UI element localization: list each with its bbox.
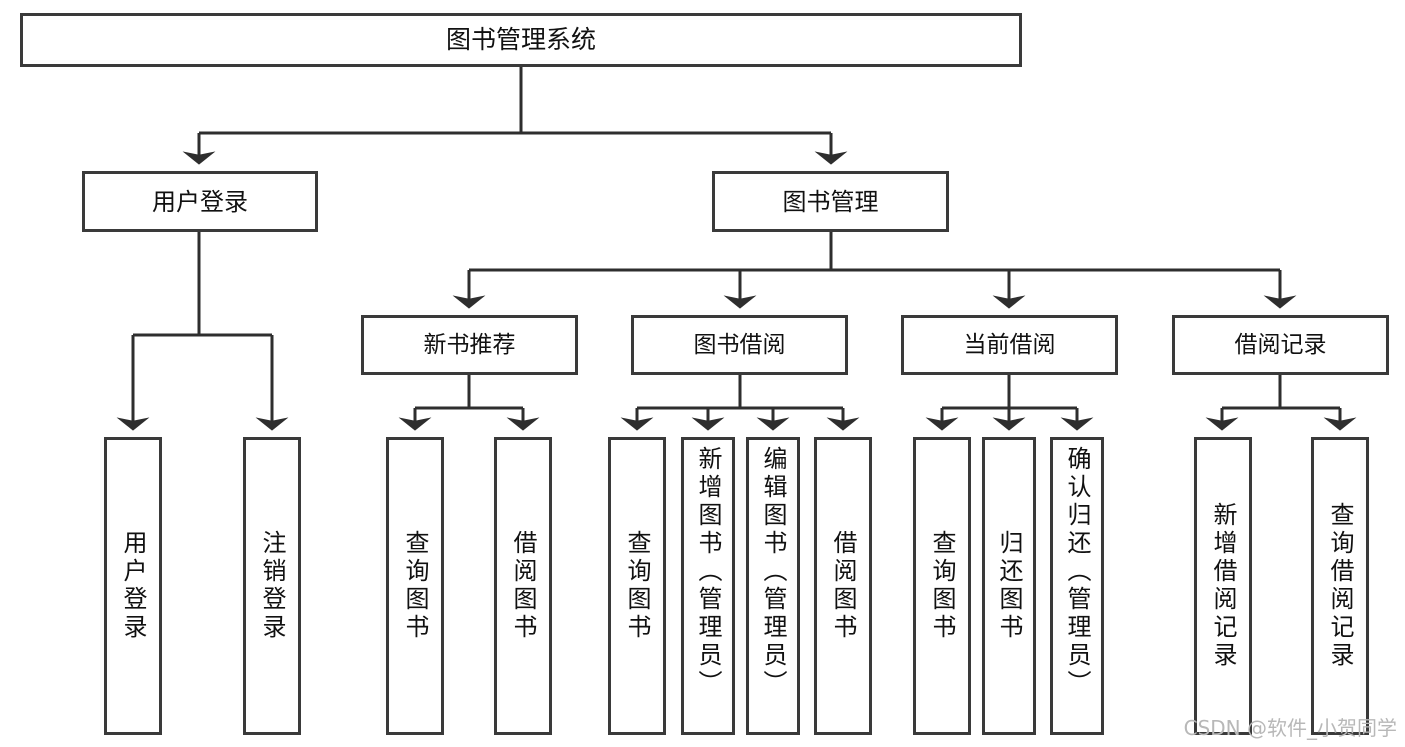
node-label: 确认归还（管理员） <box>1063 446 1091 698</box>
node-label: 借阅图书 <box>829 530 857 642</box>
leaf-borrow-book-recommend[interactable]: 借阅图书 <box>494 437 552 735</box>
node-root-book-management-system[interactable]: 图书管理系统 <box>20 13 1022 67</box>
leaf-query-book-current[interactable]: 查询图书 <box>913 437 971 735</box>
leaf-user-login[interactable]: 用户登录 <box>104 437 162 735</box>
node-book-borrow[interactable]: 图书借阅 <box>631 315 848 375</box>
node-label: 查询图书 <box>401 530 429 642</box>
node-label: 用户登录 <box>152 187 248 216</box>
node-new-book-recommend[interactable]: 新书推荐 <box>361 315 578 375</box>
node-label: 用户登录 <box>119 530 147 642</box>
node-label: 借阅图书 <box>509 530 537 642</box>
node-label: 图书借阅 <box>693 331 786 358</box>
node-label: 新增图书（管理员） <box>694 446 722 698</box>
node-book-management[interactable]: 图书管理 <box>712 171 949 232</box>
leaf-query-book-borrow[interactable]: 查询图书 <box>608 437 666 735</box>
node-label: 查询借阅记录 <box>1326 502 1354 670</box>
node-label: 当前借阅 <box>963 331 1056 358</box>
node-current-borrow[interactable]: 当前借阅 <box>901 315 1118 375</box>
node-label: 注销登录 <box>258 530 286 642</box>
leaf-add-book-admin[interactable]: 新增图书（管理员） <box>681 437 735 735</box>
leaf-borrow-book-borrow[interactable]: 借阅图书 <box>814 437 872 735</box>
leaf-user-logout[interactable]: 注销登录 <box>243 437 301 735</box>
node-label: 归还图书 <box>995 530 1023 642</box>
node-label: 查询图书 <box>623 530 651 642</box>
watermark-csdn: CSDN @软件_小贺同学 <box>1183 716 1397 740</box>
node-label: 新增借阅记录 <box>1209 502 1237 670</box>
node-label: 借阅记录 <box>1234 331 1327 358</box>
node-label: 图书管理 <box>782 187 879 216</box>
leaf-return-book[interactable]: 归还图书 <box>982 437 1036 735</box>
node-label: 查询图书 <box>928 530 956 642</box>
node-label: 新书推荐 <box>423 331 516 358</box>
node-label: 图书管理系统 <box>445 25 596 55</box>
leaf-confirm-return-admin[interactable]: 确认归还（管理员） <box>1050 437 1104 735</box>
leaf-query-borrow-record[interactable]: 查询借阅记录 <box>1311 437 1369 735</box>
node-user-login[interactable]: 用户登录 <box>82 171 318 232</box>
node-borrow-record[interactable]: 借阅记录 <box>1172 315 1389 375</box>
leaf-add-borrow-record[interactable]: 新增借阅记录 <box>1194 437 1252 735</box>
leaf-edit-book-admin[interactable]: 编辑图书（管理员） <box>746 437 800 735</box>
leaf-query-book-recommend[interactable]: 查询图书 <box>386 437 444 735</box>
node-label: 编辑图书（管理员） <box>759 446 787 698</box>
